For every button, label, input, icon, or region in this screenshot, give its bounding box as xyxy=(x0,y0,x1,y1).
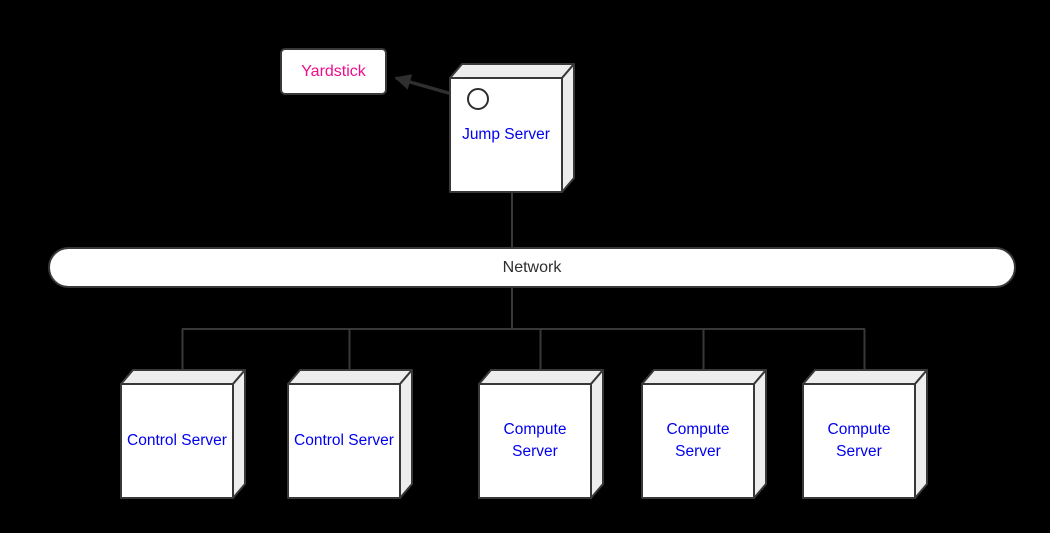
control-server-node-2: Control Server xyxy=(286,368,413,500)
box-front-face xyxy=(802,383,916,499)
server-label: Control Server xyxy=(127,432,227,449)
box-top-face xyxy=(287,369,413,385)
server-box-shape xyxy=(120,369,246,499)
network-label: Network xyxy=(502,258,562,276)
box-top-face xyxy=(641,369,767,385)
box-front-face xyxy=(287,383,401,499)
jump-server-node: Jump Server xyxy=(448,62,575,194)
server-label: Compute Server xyxy=(666,421,730,460)
server-box-shape xyxy=(802,369,928,499)
box-top-face xyxy=(802,369,928,385)
yardstick-label: Yardstick xyxy=(301,62,366,80)
box-right-face xyxy=(753,369,767,499)
jump-server-label: Jump Server xyxy=(462,126,550,143)
yardstick-node: Yardstick xyxy=(280,48,387,95)
box-top-face xyxy=(449,63,575,79)
server-label: Control Server xyxy=(294,432,394,449)
network-bus-node: Network xyxy=(48,247,1016,288)
box-right-face xyxy=(232,369,246,499)
box-front-face xyxy=(478,383,592,499)
box-right-face xyxy=(399,369,413,499)
box-right-face xyxy=(561,63,575,193)
control-server-node-1: Control Server xyxy=(119,368,246,500)
compute-server-node-3: Compute Server xyxy=(801,368,928,500)
server-box-shape xyxy=(478,369,604,499)
box-right-face xyxy=(590,369,604,499)
server-box-shape xyxy=(641,369,767,499)
compute-server-node-2: Compute Server xyxy=(640,368,767,500)
jump-server-box-shape xyxy=(449,63,575,193)
box-front-face xyxy=(120,383,234,499)
connector-port-circle-icon xyxy=(467,88,489,110)
server-box-shape xyxy=(287,369,413,499)
box-front-face xyxy=(641,383,755,499)
compute-server-node-1: Compute Server xyxy=(477,368,604,500)
box-right-face xyxy=(914,369,928,499)
box-top-face xyxy=(478,369,604,385)
box-top-face xyxy=(120,369,246,385)
server-label: Compute Server xyxy=(503,421,567,460)
server-label: Compute Server xyxy=(827,421,891,460)
